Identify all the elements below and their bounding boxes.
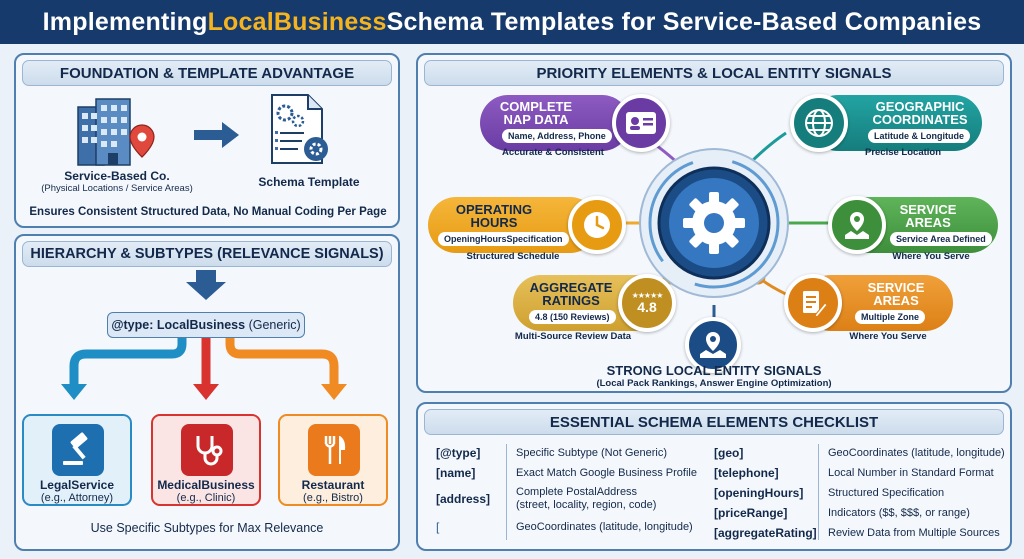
area2-title-2: AREAS [873, 293, 919, 308]
check-key-name: [name] [436, 466, 476, 480]
template-label: Schema Template [258, 175, 360, 189]
hierarchy-caption: Use Specific Subtypes for Max Relevance [90, 521, 324, 535]
title-pre: Implementing [42, 7, 208, 36]
page-title: Implementing LocalBusiness Schema Templa… [0, 0, 1024, 44]
check-key-telephone: [telephone] [714, 466, 779, 480]
company-label: Service-Based Co. [64, 169, 170, 183]
nap-tag: Name, Address, Phone [502, 129, 612, 143]
check-key-geo: [geo] [714, 446, 744, 460]
area2-title-1: SERVICE [867, 280, 925, 295]
area1-title-2: AREAS [905, 215, 951, 230]
hours-title-1: OPERATING [455, 202, 533, 217]
rating-score: 4.8 [637, 299, 657, 315]
globe-icon [790, 94, 848, 152]
fork-knife-icon [308, 424, 360, 476]
signal-subtitle: (Local Pack Rankings, Answer Engine Opti… [596, 378, 832, 389]
map-location-icon [685, 317, 741, 373]
subtype-example-restaurant: (e.g., Bistro) [303, 492, 363, 504]
schema-document-icon [271, 94, 328, 164]
check-key-rating: [aggregateRating] [714, 526, 817, 540]
ratings-title-1: AGGREGATE [529, 280, 613, 295]
priority-panel: PRIORITY ELEMENTS & LOCAL ENTITY SIGNALS [416, 53, 1012, 393]
subtype-name-legal: LegalService [39, 478, 115, 492]
check-desc-telephone: Local Number in Standard Format [828, 467, 994, 479]
subtype-example-medical: (e.g., Clinic) [176, 492, 236, 504]
checklist-divider-right [818, 444, 819, 540]
flow-arrows [61, 270, 347, 400]
signal-title: STRONG LOCAL ENTITY SIGNALS [606, 363, 822, 378]
check-desc-address: Complete PostalAddress [516, 486, 638, 498]
nap-title-2: NAP DATA [503, 112, 569, 127]
subtype-name-medical: MedicalBusiness [157, 478, 255, 492]
hours-caption: Structured Schedule [466, 251, 560, 262]
check-key-hours: [openingHours] [714, 486, 804, 500]
nap-data-pill: COMPLETE NAP DATA Name, Address, Phone [480, 95, 630, 151]
check-desc-hours: Structured Specification [828, 487, 945, 499]
subtype-name-restaurant: Restaurant [301, 478, 365, 492]
area1-caption: Where You Serve [892, 251, 970, 262]
central-gear-icon [683, 192, 745, 254]
type-key: @type: LocalBusiness [111, 318, 246, 332]
nap-title-1: COMPLETE [499, 99, 573, 114]
stethoscope-icon [181, 424, 233, 476]
localbusiness-type-box: @type: LocalBusiness (Generic) [107, 312, 305, 338]
check-desc-geo: GeoCoordinates (latitude, longitude) [828, 447, 1005, 459]
company-sub: (Physical Locations / Service Areas) [41, 183, 193, 194]
title-post: Schema Templates for Service-Based Compa… [386, 7, 982, 36]
checklist-heading: ESSENTIAL SCHEMA ELEMENTS CHECKLIST [424, 409, 1004, 435]
geo-caption: Precise Location [864, 147, 942, 158]
operating-hours-pill: OPERATING HOURS OpeningHoursSpecificatio… [428, 197, 598, 253]
check-desc-price: Indicators ($$, $$$, or range) [828, 507, 970, 519]
type-suffix: (Generic) [245, 318, 301, 332]
check-desc-type: Specific Subtype (Not Generic) [516, 447, 668, 459]
check-desc-rating: Review Data from Multiple Sources [828, 527, 1000, 539]
hours-title-2: HOURS [470, 215, 518, 230]
ratings-tag: 4.8 (150 Reviews) [529, 310, 616, 324]
check-desc-address-2: (street, locality, region, code) [516, 499, 657, 511]
check-desc-name: Exact Match Google Business Profile [516, 467, 697, 479]
nap-caption: Accurate & Consistent [502, 147, 604, 158]
check-key-price: [priceRange] [714, 506, 788, 520]
gavel-icon [52, 424, 104, 476]
area2-caption: Where You Serve [849, 331, 927, 342]
rating-badge: ★★★★★ 4.8 [618, 274, 676, 332]
star-icons: ★★★★★ [631, 291, 664, 300]
check-key-blank: [ [436, 520, 440, 534]
area2-tag: Multiple Zone [855, 310, 925, 324]
map-pin-icon [828, 196, 886, 254]
geo-title-2: COORDINATES [872, 112, 968, 127]
check-key-type: [@type] [436, 446, 481, 460]
arrow-right-icon [194, 122, 239, 148]
hours-tag: OpeningHoursSpecification [438, 232, 569, 246]
ratings-caption: Multi-Source Review Data [514, 331, 632, 342]
foundation-panel: FOUNDATION & TEMPLATE ADVANTAGE Service-… [14, 53, 400, 228]
geo-tag: Latitude & Longitude [868, 129, 970, 143]
check-desc-blank: GeoCoordinates (latitude, longitude) [516, 521, 693, 533]
document-edit-icon [784, 274, 842, 332]
contact-card-icon [612, 94, 670, 152]
building-icon [77, 98, 155, 166]
foundation-caption: Ensures Consistent Structured Data, No M… [29, 206, 387, 218]
priority-heading: PRIORITY ELEMENTS & LOCAL ENTITY SIGNALS [424, 60, 1004, 86]
ratings-title-2: RATINGS [542, 293, 600, 308]
clock-icon [568, 196, 626, 254]
foundation-heading: FOUNDATION & TEMPLATE ADVANTAGE [22, 60, 392, 86]
hierarchy-heading: HIERARCHY & SUBTYPES (RELEVANCE SIGNALS) [22, 241, 392, 267]
hierarchy-panel: HIERARCHY & SUBTYPES (RELEVANCE SIGNALS)… [14, 234, 400, 551]
title-highlight: LocalBusiness [207, 7, 387, 36]
area1-tag: Service Area Defined [890, 232, 992, 246]
geo-title-1: GEOGRAPHIC [875, 99, 965, 114]
subtype-card-medical: MedicalBusiness (e.g., Clinic) [151, 414, 261, 506]
check-key-address: [address] [436, 492, 491, 506]
area1-title-1: SERVICE [899, 202, 957, 217]
subtype-example-legal: (e.g., Attorney) [40, 492, 114, 504]
subtype-card-legal: LegalService (e.g., Attorney) [22, 414, 132, 506]
checklist-divider-left [506, 444, 507, 540]
subtype-card-restaurant: Restaurant (e.g., Bistro) [278, 414, 388, 506]
checklist-panel: ESSENTIAL SCHEMA ELEMENTS CHECKLIST [@ty… [416, 402, 1012, 551]
